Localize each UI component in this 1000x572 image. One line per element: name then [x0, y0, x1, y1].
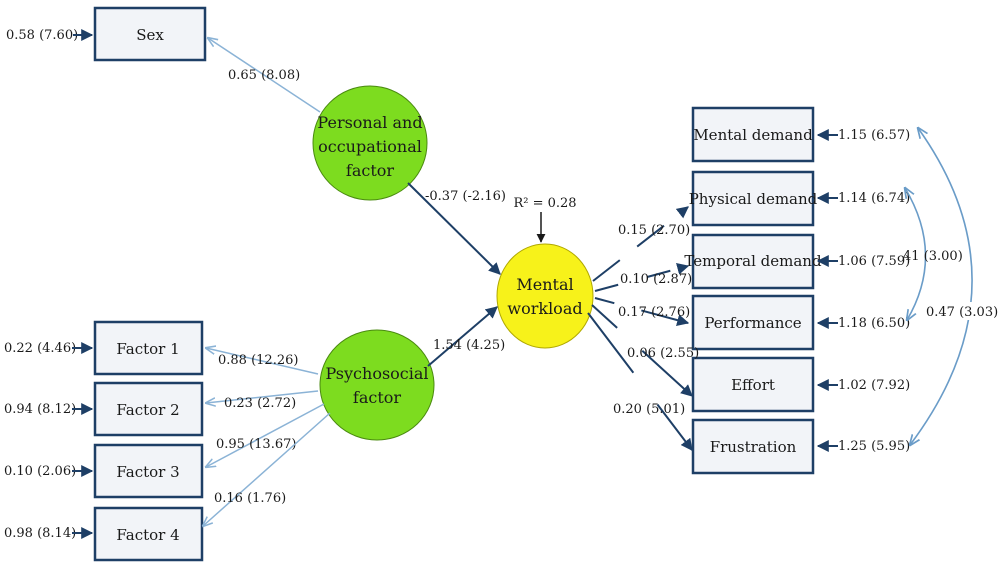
- sex-error: 0.58 (7.60): [6, 28, 78, 43]
- factor-1-box: [93, 320, 204, 376]
- physical-demand-label: Physical demand: [689, 190, 818, 208]
- performance-indicator: Performance: [691, 294, 815, 351]
- factor-2-label: Factor 2: [116, 401, 179, 419]
- mental-workload-factor: Mental workload: [496, 243, 594, 349]
- factor-4-error: 0.98 (8.14): [4, 526, 76, 541]
- frustration-box: [691, 418, 815, 475]
- factor-4-indicator: Factor 4: [93, 506, 204, 562]
- mental-to-temporal-arrow: [594, 263, 690, 292]
- psychosocial-label-line-1: Psychosocial: [325, 364, 428, 383]
- factor-4-loading-arrow: [203, 412, 331, 526]
- psychosocial-factor: Psychosocial factor: [319, 329, 435, 441]
- psychosocial-to-mental-coef: 1.54 (4.25): [433, 338, 505, 353]
- performance-loading: 0.17 (2.76): [618, 305, 690, 320]
- temporal-demand-indicator: Temporal demand: [684, 233, 822, 290]
- factor-2-error: 0.94 (8.12): [4, 402, 76, 417]
- mental-to-frustration-arrow: [587, 312, 693, 451]
- factor-1-label: Factor 1: [116, 340, 179, 358]
- r-squared-label: R² = 0.28: [513, 196, 576, 211]
- mental-to-effort-arrow: [591, 304, 693, 397]
- factor-2-box: [93, 381, 204, 437]
- factor-3-indicator: Factor 3: [93, 443, 204, 499]
- effort-error: 1.02 (7.92): [838, 378, 910, 393]
- effort-indicator: Effort: [691, 356, 815, 413]
- performance-error: 1.18 (6.50): [838, 316, 910, 331]
- psychosocial-ellipse: [319, 329, 435, 441]
- performance-label: Performance: [704, 314, 801, 332]
- factor-1-indicator: Factor 1: [93, 320, 204, 376]
- frustration-label: Frustration: [710, 438, 797, 456]
- temporal-demand-box: [691, 233, 815, 290]
- factor-3-label: Factor 3: [116, 463, 179, 481]
- factor-3-box: [93, 443, 204, 499]
- mental-workload-ellipse: [496, 243, 594, 349]
- sex-loading: 0.65 (8.08): [228, 68, 300, 83]
- physical-demand-loading: 0.15 (2.70): [618, 223, 690, 238]
- effort-loading: 0.06 (2.55): [627, 346, 699, 361]
- mental-demand-error: 1.15 (6.57): [838, 128, 910, 143]
- personal-to-mental-coef: -0.37 (-2.16): [425, 189, 506, 204]
- mental-frustration-covariance-label: 0.47 (3.03): [926, 305, 998, 320]
- factor-2-indicator: Factor 2: [93, 381, 204, 437]
- temporal-demand-error: 1.06 (7.59): [838, 254, 910, 269]
- sex-loading-arrow: [208, 38, 321, 113]
- mental-demand-box: [691, 106, 815, 163]
- mental-frustration-covariance: [910, 128, 973, 445]
- personal-label-line-2: occupational: [318, 137, 422, 156]
- factor-2-loading-arrow: [206, 390, 319, 403]
- effort-box: [691, 356, 815, 413]
- mental-workload-label-line-2: workload: [507, 299, 582, 318]
- factor-4-box: [93, 506, 204, 562]
- mental-to-performance-arrow: [594, 297, 690, 326]
- sex-box: [93, 6, 207, 62]
- psychosocial-to-mental-arrow: [427, 306, 498, 367]
- effort-label: Effort: [731, 376, 775, 394]
- performance-box: [691, 294, 815, 351]
- sex-label: Sex: [136, 26, 164, 44]
- personal-label-line-3: factor: [346, 161, 394, 180]
- personal-occupational-factor: Personal and occupational factor: [312, 85, 428, 201]
- mental-demand-label: Mental demand: [693, 126, 813, 144]
- personal-occupational-ellipse: [312, 85, 428, 201]
- factor-4-loading: 0.16 (1.76): [214, 491, 286, 506]
- psychosocial-label-line-2: factor: [353, 388, 401, 407]
- factor-3-loading: 0.95 (13.67): [216, 437, 296, 452]
- physical-performance-covariance-label: 41 (3.00): [903, 249, 963, 264]
- covariance-label-bg: [924, 302, 996, 320]
- physical-demand-error: 1.14 (6.74): [838, 191, 910, 206]
- mental-workload-label-line-1: Mental: [516, 275, 573, 294]
- sex-indicator: Sex: [93, 6, 207, 62]
- factor-2-loading: 0.23 (2.72): [224, 396, 296, 411]
- factor-4-label: Factor 4: [116, 526, 179, 544]
- physical-demand-indicator: Physical demand: [689, 170, 818, 227]
- temporal-demand-loading: 0.10 (2.87): [620, 272, 692, 287]
- mental-demand-indicator: Mental demand: [691, 106, 815, 163]
- factor-1-loading: 0.88 (12.26): [218, 353, 298, 368]
- factor-3-loading-arrow: [206, 403, 325, 467]
- personal-to-mental-arrow: [407, 182, 501, 275]
- personal-label-line-1: Personal and: [317, 113, 422, 132]
- factor-1-loading-arrow: [206, 348, 319, 375]
- mental-to-physical-arrow: [592, 206, 689, 282]
- factor-1-error: 0.22 (4.46): [4, 341, 76, 356]
- frustration-loading: 0.20 (5.01): [613, 402, 685, 417]
- frustration-indicator: Frustration: [691, 418, 815, 475]
- physical-demand-box: [691, 170, 815, 227]
- temporal-demand-label: Temporal demand: [684, 252, 822, 270]
- frustration-error: 1.25 (5.95): [838, 439, 910, 454]
- factor-3-error: 0.10 (2.06): [4, 464, 76, 479]
